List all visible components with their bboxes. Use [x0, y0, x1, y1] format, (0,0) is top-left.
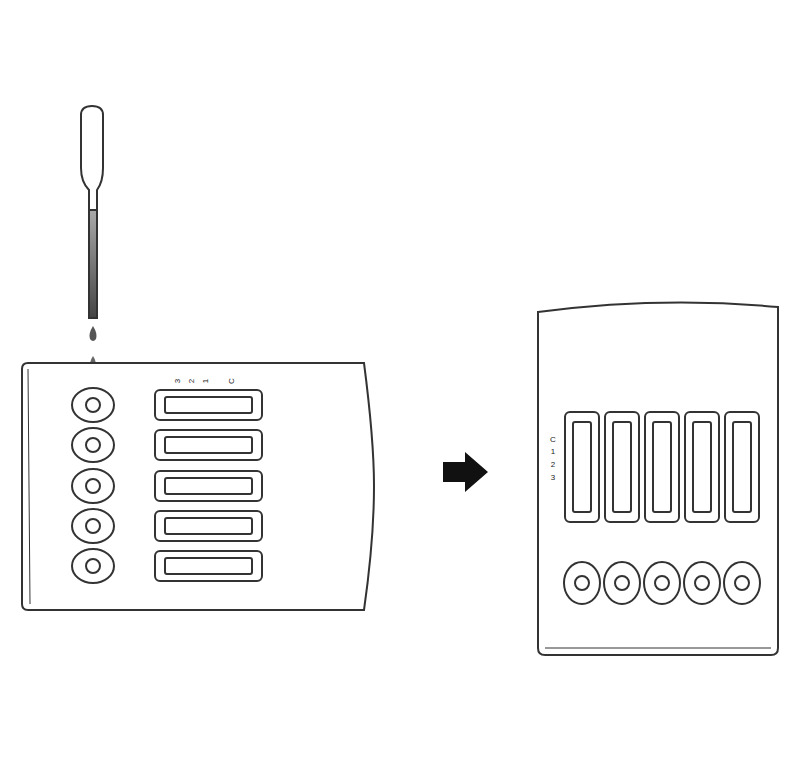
well-rim [72, 388, 114, 422]
well-hole [735, 576, 749, 590]
window-frame [155, 390, 262, 420]
window-frame [645, 412, 679, 522]
window-frame [155, 511, 262, 541]
well-hole [86, 398, 100, 412]
result-windows [155, 390, 262, 581]
test-strip [165, 518, 252, 534]
well-hole [86, 559, 100, 573]
line-label: 3 [174, 379, 182, 383]
test-strip [165, 437, 252, 453]
line-label: C [550, 436, 556, 444]
well-hole [575, 576, 589, 590]
well-rim [724, 562, 760, 604]
test-strip [733, 422, 751, 512]
test-strip [165, 558, 252, 574]
window-frame [155, 430, 262, 460]
sample-wells [72, 388, 114, 583]
well-hole [655, 576, 669, 590]
well-rim [684, 562, 720, 604]
line-label: 1 [202, 379, 210, 383]
well-rim [72, 509, 114, 543]
window-frame [155, 551, 262, 581]
well-rim [72, 428, 114, 462]
line-label: 3 [551, 474, 555, 482]
cassette-horizontal [22, 363, 374, 610]
line-label: 1 [551, 448, 555, 456]
well-rim [644, 562, 680, 604]
well-hole [695, 576, 709, 590]
window-frame [605, 412, 639, 522]
line-label: 2 [551, 461, 555, 469]
result-windows [565, 412, 759, 522]
line-label: C [228, 378, 236, 384]
test-strip [165, 397, 252, 413]
dropper [81, 106, 103, 368]
cassette-vertical [538, 303, 778, 655]
process-arrow [443, 452, 488, 492]
window-frame [725, 412, 759, 522]
test-strip [165, 478, 252, 494]
well-hole [86, 479, 100, 493]
window-frame [155, 471, 262, 501]
window-frame [565, 412, 599, 522]
well-hole [86, 438, 100, 452]
sample-wells [564, 562, 760, 604]
well-hole [615, 576, 629, 590]
well-rim [604, 562, 640, 604]
well-rim [72, 549, 114, 583]
test-strip [653, 422, 671, 512]
test-strip [613, 422, 631, 512]
window-frame [685, 412, 719, 522]
well-hole [86, 519, 100, 533]
well-rim [72, 469, 114, 503]
well-rim [564, 562, 600, 604]
line-label: 2 [188, 379, 196, 383]
test-strip [573, 422, 591, 512]
test-strip [693, 422, 711, 512]
